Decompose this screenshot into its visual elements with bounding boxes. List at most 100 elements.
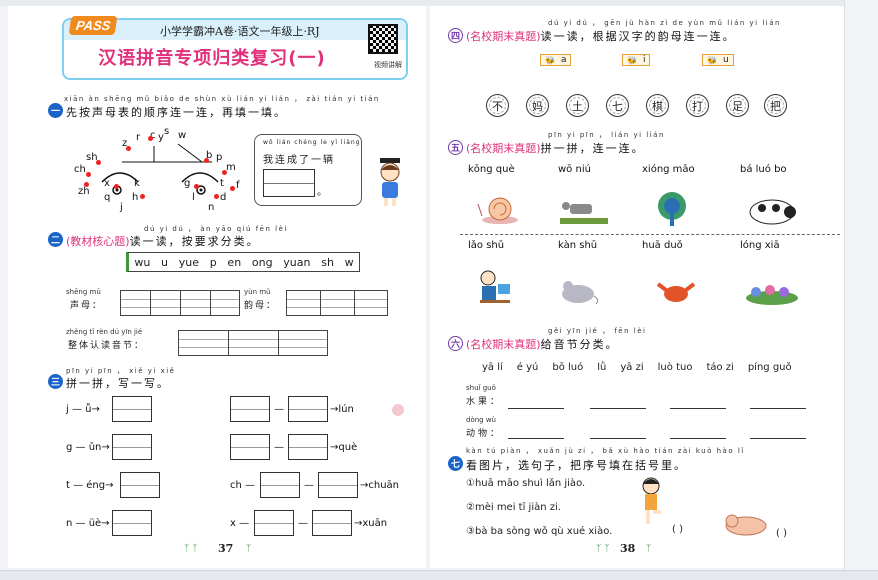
spell-answer-box[interactable] — [318, 472, 358, 498]
syllable: en — [227, 255, 242, 269]
initials-diagram — [101, 143, 219, 195]
yunmu-label: 韵母： — [244, 301, 278, 311]
final-tag: 🐝u — [702, 54, 734, 66]
spell-answer-box[interactable] — [288, 396, 328, 422]
final-label: i — [642, 55, 646, 65]
spell-answer-box[interactable] — [120, 472, 160, 498]
answer-line[interactable] — [590, 438, 646, 439]
spell-answer-box[interactable] — [112, 434, 152, 460]
qr-label: 视频讲解 — [374, 61, 402, 69]
spell-row-1: j — ǚ→ — [66, 404, 100, 415]
answer-line[interactable] — [508, 438, 564, 439]
letter-t: t — [220, 178, 224, 189]
qr-code-icon[interactable] — [368, 24, 398, 54]
syllable: yā zi — [620, 362, 644, 373]
word-pinyin: bá luó bo — [740, 164, 787, 175]
char-circle: 棋 — [646, 94, 669, 117]
dash: — — [274, 404, 284, 415]
part6-tag: (名校期末真题) — [466, 338, 541, 351]
answer-line[interactable] — [750, 438, 806, 439]
dot-icon — [114, 184, 119, 189]
spell-answer-box[interactable] — [260, 472, 300, 498]
word-pinyin: wō niú — [558, 164, 591, 175]
part7-instruction: 看图片，选句子，把序号填在括号里。 — [466, 459, 687, 472]
zhengti-pinyin: zhěng tǐ rèn dú yīn jié — [66, 328, 143, 336]
speech-bubble: wǒ lián chéng le yī liàng 我连成了一辆 。 — [254, 134, 362, 206]
part4-text: 读一读，根据汉字的韵母连一连。 — [540, 30, 736, 43]
spell-answer-box[interactable] — [112, 396, 152, 422]
part2-number: 二 — [48, 232, 63, 247]
word-pinyin: lǎo shǔ — [468, 240, 505, 251]
answer-line[interactable] — [590, 408, 646, 409]
dot-icon — [222, 170, 227, 175]
answer-line[interactable] — [508, 408, 564, 409]
zhengti-answer-cells[interactable] — [178, 330, 328, 356]
spell-answer-box[interactable] — [230, 396, 270, 422]
letter-j: j — [120, 202, 123, 213]
shengmu-answer-cells[interactable] — [120, 290, 240, 316]
spell-answer-box[interactable] — [312, 510, 352, 536]
letter-m: m — [226, 162, 236, 173]
spell-answer-box[interactable] — [230, 434, 270, 460]
letter-n: n — [208, 202, 215, 213]
part1-number: 一 — [48, 103, 63, 118]
bubble-pinyin: wǒ lián chéng le yī liàng — [263, 139, 361, 146]
answer-line[interactable] — [750, 408, 806, 409]
word-pinyin: huā duǒ — [642, 240, 683, 251]
spell-result-2: →què — [330, 442, 358, 453]
spell-row-4: n — üè→ — [66, 518, 110, 529]
char-circle: 七 — [606, 94, 629, 117]
part3-number: 三 — [48, 374, 63, 389]
part2-text: 读一读，按要求分类。 — [129, 235, 260, 248]
sprout-icon: ᛉ — [246, 544, 252, 554]
answer-paren[interactable]: ( ) — [776, 528, 787, 539]
spell-answer-box[interactable] — [288, 434, 328, 460]
answer-line[interactable] — [670, 408, 726, 409]
spell-result-3: →chuān — [360, 480, 400, 491]
char-circle: 土 — [566, 94, 589, 117]
syllable: lǜ — [597, 362, 607, 373]
sprout-icon: ᛉ ᛉ — [596, 544, 610, 554]
peacock-icon — [658, 192, 686, 226]
page-title: 汉语拼音专项归类复习(一) — [98, 48, 326, 69]
animal-pinyin: dòng wù — [466, 416, 496, 424]
bubble-answer-box[interactable] — [263, 169, 315, 197]
answer-line[interactable] — [670, 438, 726, 439]
spell-prefix-4: x — — [230, 518, 250, 529]
zhengti-label: 整体认读音节： — [68, 341, 146, 351]
syllable: yue — [178, 255, 199, 269]
dot-icon — [96, 160, 101, 165]
char-circle: 不 — [486, 94, 509, 117]
dashed-divider — [460, 234, 840, 235]
part6-text: 给音节分类。 — [540, 338, 619, 351]
dot-icon — [126, 146, 131, 151]
dot-icon — [194, 184, 199, 189]
letter-z: z — [122, 138, 128, 149]
part2-tag: (教材核心题) — [66, 235, 130, 248]
letter-sh: sh — [86, 152, 98, 163]
part5-text: 拼一拼，连一连。 — [540, 142, 645, 155]
yunmu-answer-cells[interactable] — [286, 290, 388, 316]
boy-reading-icon — [480, 270, 510, 303]
page-number-left: 37 — [218, 542, 234, 555]
spell-result-4: →xuān — [354, 518, 388, 529]
spell-answer-box[interactable] — [254, 510, 294, 536]
fruit-label: 水果： — [466, 397, 503, 407]
syllable: w — [344, 255, 354, 269]
sentence-3: ③bà ba sòng wǒ qù xué xiào. — [466, 526, 613, 537]
final-tag: 🐝i — [622, 54, 651, 66]
viewer-scrollbar[interactable] — [0, 570, 878, 580]
syllable: luò tuo — [657, 362, 693, 373]
part5-instruction: (名校期末真题)拼一拼，连一连。 — [466, 140, 645, 156]
left-page: PASS 小学学霸冲A卷·语文一年级上·RJ 汉语拼音专项归类复习(一) 视频讲… — [8, 6, 426, 568]
mouse-icon — [562, 281, 599, 305]
spell-answer-box[interactable] — [112, 510, 152, 536]
syllable-strip: wu u yue p en ong yuan sh w — [126, 252, 360, 272]
char-circle: 足 — [726, 94, 749, 117]
syllable: yuan — [283, 255, 311, 269]
girl-kicking-icon — [642, 477, 661, 524]
panda-icon — [749, 199, 796, 225]
answer-paren[interactable]: ( ) — [672, 524, 683, 535]
sprout-icon: ᛉ ᛉ — [184, 544, 198, 554]
dot-icon — [140, 194, 145, 199]
